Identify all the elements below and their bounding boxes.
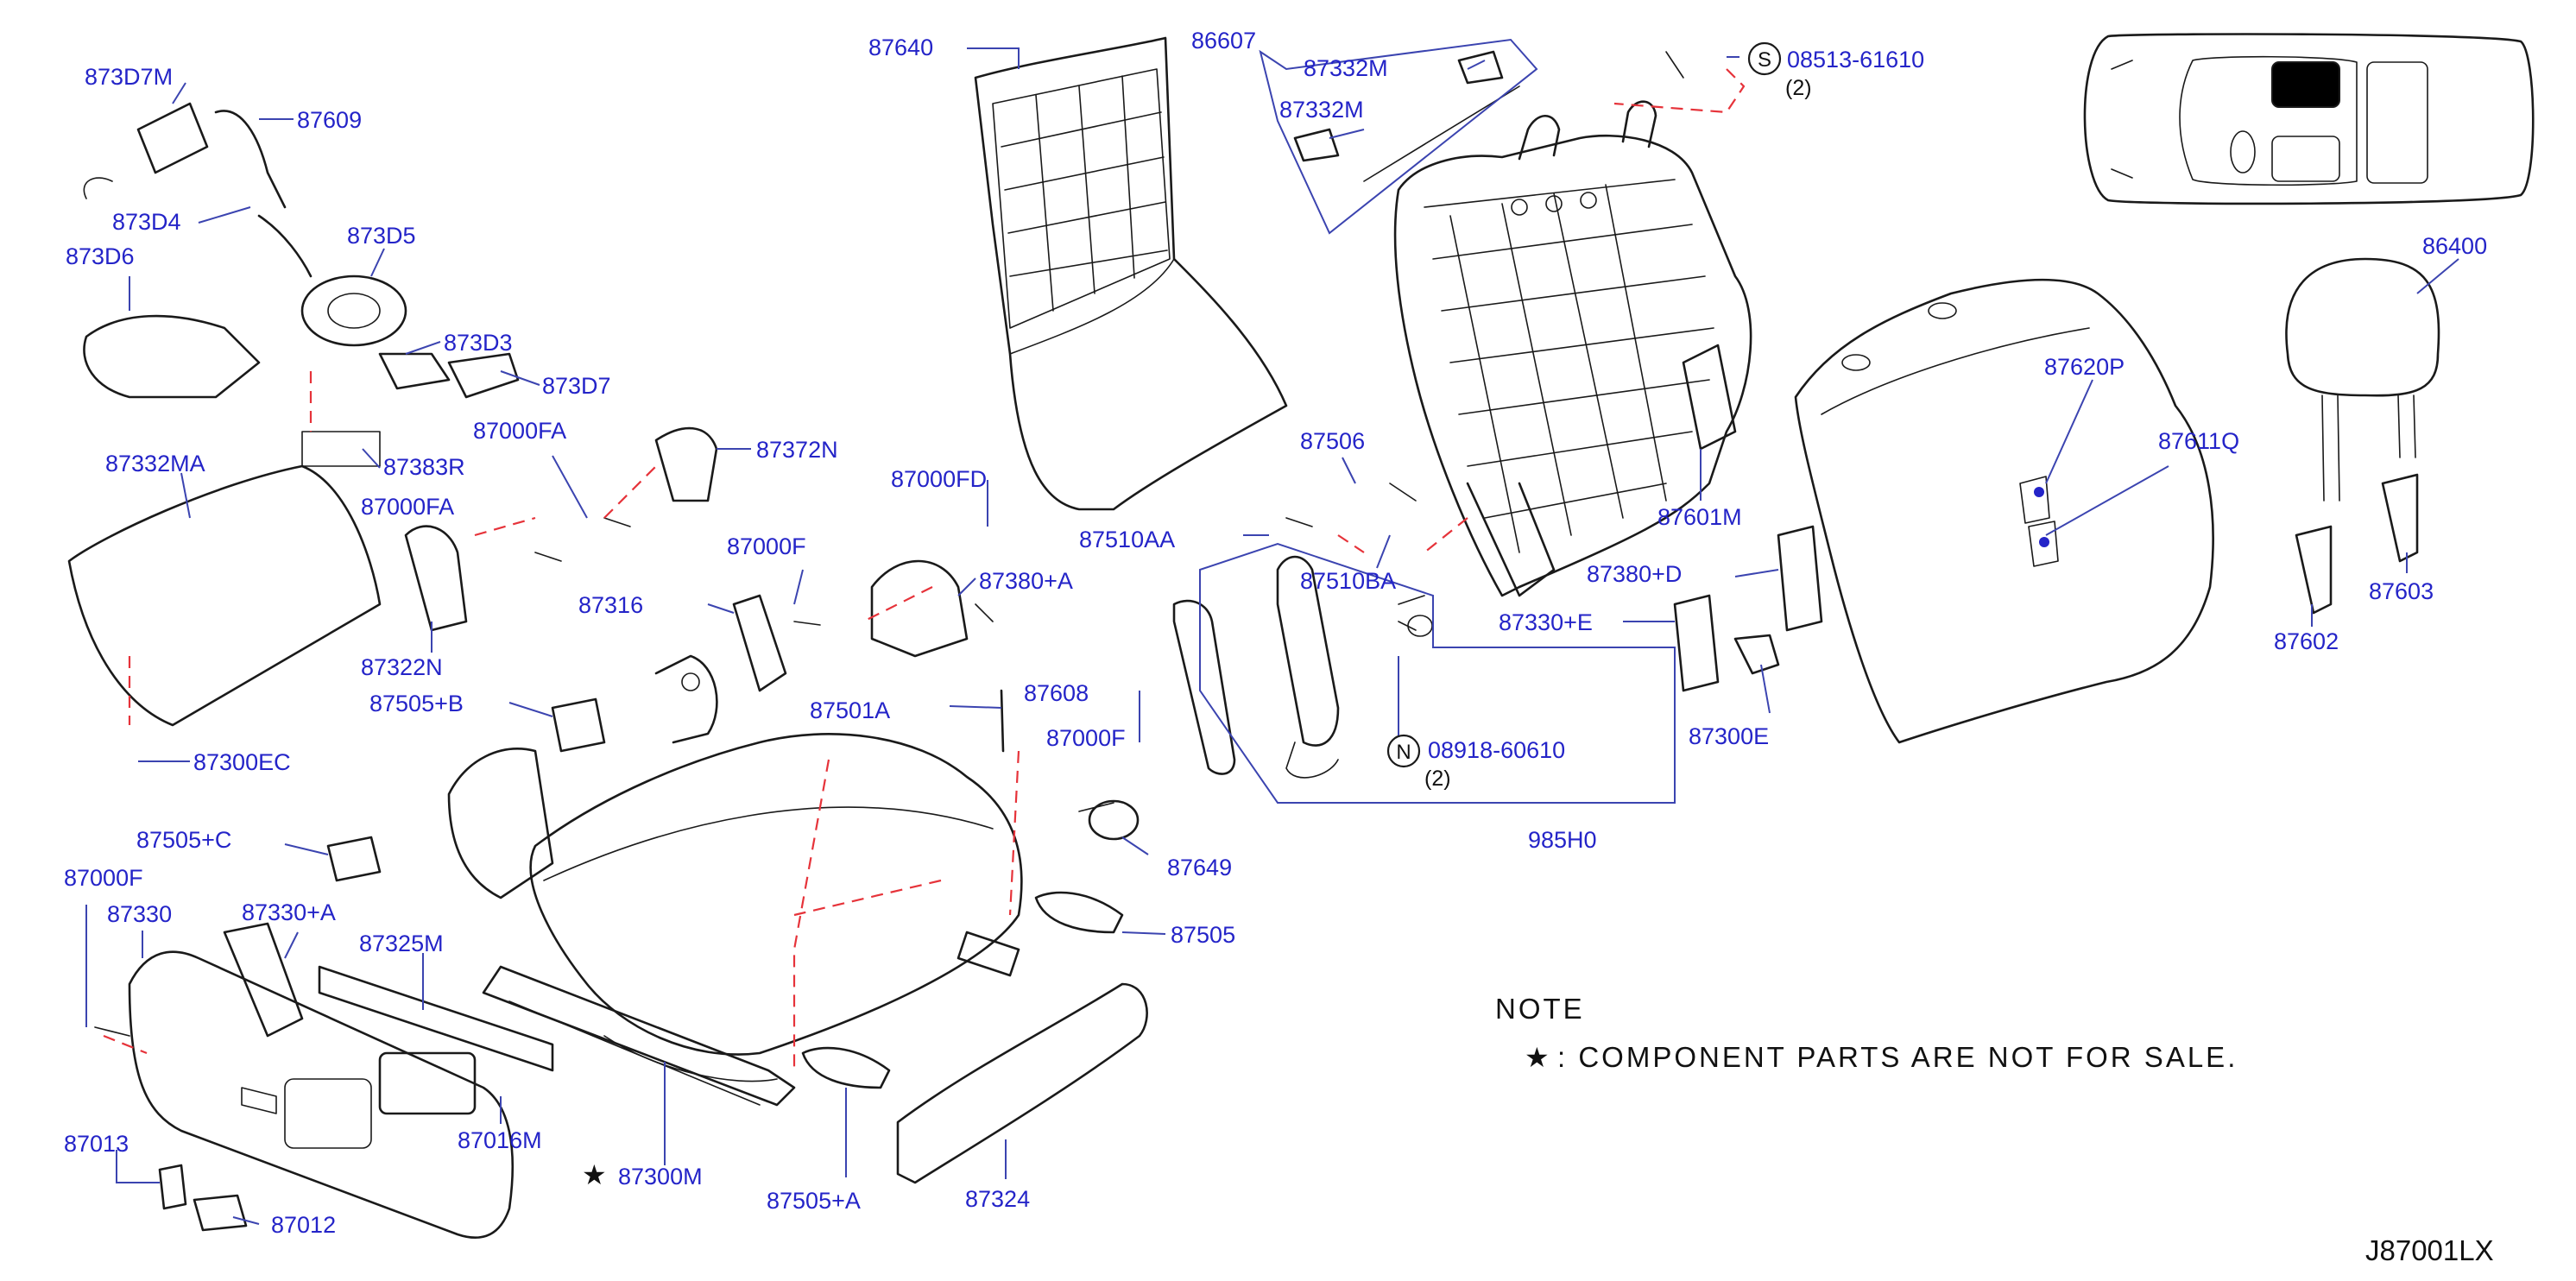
label-87330A: 87330+A (242, 899, 336, 925)
label-87510AA: 87510AA (1079, 527, 1175, 552)
label-87603: 87603 (2369, 578, 2434, 604)
seat-back-frame (1393, 100, 1752, 597)
label-873D3: 873D3 (444, 330, 513, 356)
label-87505: 87505 (1171, 922, 1235, 948)
car-locator-icon (2083, 33, 2535, 205)
diagram-code: J87001LX (2365, 1234, 2494, 1266)
seat-frame (447, 654, 1020, 1107)
assembly-lines (103, 68, 1746, 1070)
label-87380D: 87380+D (1587, 561, 1682, 587)
label-87012: 87012 (271, 1212, 336, 1238)
note-block: NOTE ★ : COMPONENT PARTS ARE NOT FOR SAL… (1495, 993, 2238, 1074)
label-873D4: 873D4 (112, 209, 181, 235)
label-87000F-1: 87000F (727, 533, 806, 559)
label-87000FD: 87000FD (891, 466, 987, 492)
label-87332MA: 87332MA (105, 451, 205, 476)
label-87300EC: 87300EC (193, 749, 291, 775)
airbag-module (1276, 555, 1340, 779)
label-87332M-1: 87332M (1304, 55, 1388, 81)
seat-back-panel (974, 36, 1288, 511)
label-87501A: 87501A (810, 697, 890, 723)
label-87325M: 87325M (359, 931, 444, 956)
label-873D6: 873D6 (66, 243, 135, 269)
label-87602: 87602 (2274, 628, 2339, 654)
circled-n-marker: N (1386, 734, 1421, 768)
trim-87510AA (1172, 599, 1236, 775)
label-87608: 87608 (1024, 680, 1089, 706)
label-87649: 87649 (1167, 855, 1232, 880)
qty-08918: (2) (1424, 767, 1451, 791)
label-87316: 87316 (578, 592, 643, 618)
label-87505A: 87505+A (767, 1188, 861, 1214)
label-87000F-3: 87000F (64, 865, 143, 891)
label-87013: 87013 (64, 1131, 129, 1157)
label-87505C: 87505+C (136, 827, 231, 853)
label-87300M: 87300M (618, 1164, 703, 1190)
label-87000F-2: 87000F (1046, 725, 1126, 751)
label-86400: 86400 (2422, 233, 2487, 259)
label-873D5: 873D5 (347, 223, 416, 249)
qty-08513: (2) (1785, 76, 1812, 100)
label-87383R: 87383R (383, 454, 465, 480)
circled-s-marker: S (1747, 41, 1782, 76)
label-87640: 87640 (868, 35, 933, 60)
label-873D7: 873D7 (542, 373, 611, 399)
seat-back-cushion (1794, 278, 2214, 744)
label-87609: 87609 (297, 107, 362, 133)
label-87000FA-1: 87000FA (473, 418, 566, 444)
label-873D7M: 873D7M (85, 64, 173, 90)
label-87510BA: 87510BA (1300, 568, 1396, 594)
label-87330E: 87330+E (1499, 609, 1593, 635)
label-87372N: 87372N (756, 437, 838, 463)
label-87611Q: 87611Q (2158, 428, 2239, 454)
label-87620P: 87620P (2044, 354, 2125, 380)
label-87506: 87506 (1300, 428, 1365, 454)
label-87300E: 87300E (1689, 723, 1769, 749)
svg-text:S: S (1758, 48, 1771, 72)
label-87332M-2: 87332M (1279, 97, 1364, 123)
label-87601M: 87601M (1657, 504, 1742, 530)
label-985H0: 985H0 (1528, 827, 1597, 853)
label-87016M: 87016M (458, 1127, 542, 1153)
label-86607: 86607 (1191, 28, 1256, 54)
note-title: NOTE (1495, 993, 1585, 1025)
headrest (2285, 257, 2440, 502)
svg-text:N: N (1396, 741, 1411, 764)
side-trim-87330 (128, 950, 515, 1239)
label-87324: 87324 (965, 1186, 1030, 1212)
label-87380A: 87380+A (979, 568, 1073, 594)
label-87322N: 87322N (361, 654, 443, 680)
front-trim-87324 (896, 982, 1148, 1184)
label-87330: 87330 (107, 901, 172, 927)
small-parts (67, 50, 2419, 1232)
label-87505B: 87505+B (369, 691, 464, 716)
seat-cushion (529, 733, 1023, 1082)
label-08513-61610: 08513-61610 (1787, 47, 1924, 73)
note-star: ★ (1525, 1041, 1550, 1074)
label-87000FA-2: 87000FA (361, 494, 454, 520)
label-08918-60610: 08918-60610 (1428, 737, 1565, 763)
leader-lines (85, 38, 2459, 1225)
note-text: : COMPONENT PARTS ARE NOT FOR SALE. (1557, 1041, 2238, 1073)
part-labels: 873D7M 87609 873D4 873D5 873D6 873D3 873… (64, 28, 2487, 1238)
star-87300M: ★ (582, 1158, 607, 1191)
